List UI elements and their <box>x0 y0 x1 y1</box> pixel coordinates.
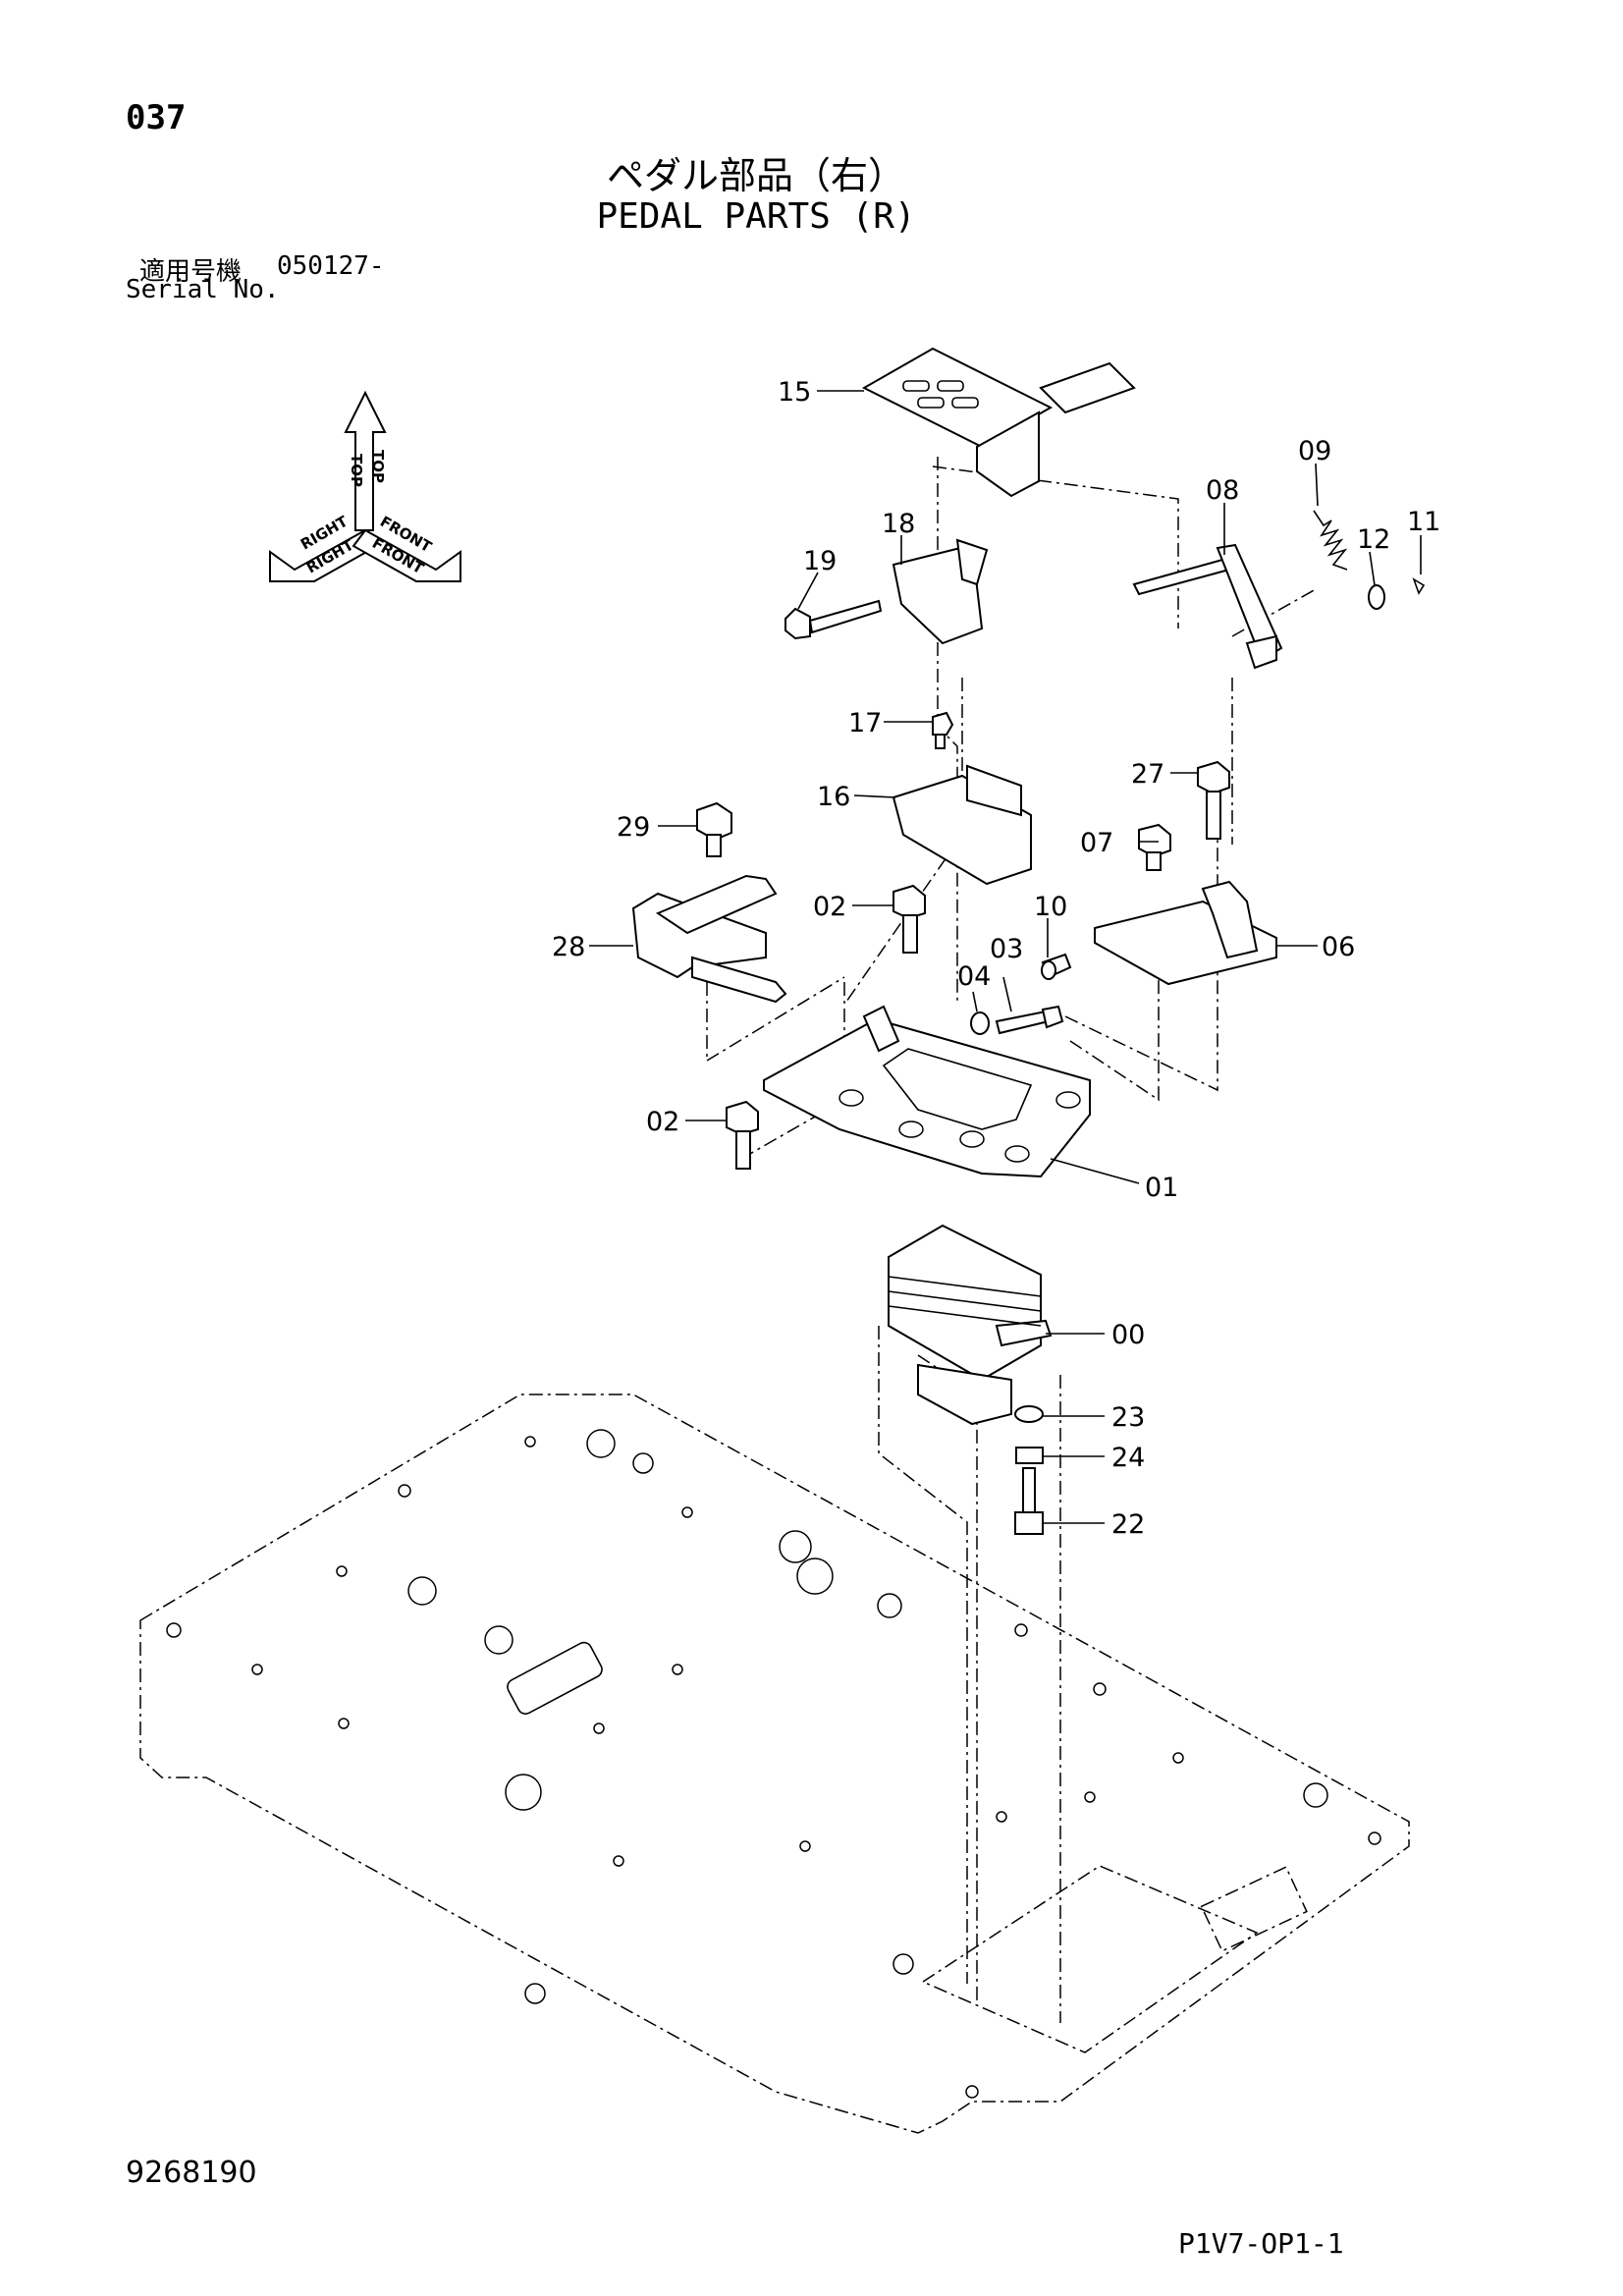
floor-plate <box>139 1394 1410 2134</box>
callout-08: 08 <box>1206 475 1239 506</box>
callout-03: 03 <box>990 934 1023 964</box>
callout-15: 15 <box>778 377 811 408</box>
leader-lines <box>589 390 1422 1524</box>
orientation-top-2: TOP <box>348 454 365 487</box>
part-06-bracket <box>1094 880 1277 986</box>
callout-09: 09 <box>1298 436 1331 466</box>
serial-label-english: Serial No. <box>126 275 280 304</box>
sheet-code: P1V7-OP1-1 <box>1178 2227 1344 2260</box>
orientation-top: TOP <box>369 450 387 483</box>
part-01-base-plate <box>763 1005 1091 1178</box>
callout-29: 29 <box>617 812 650 843</box>
part-29-bolt <box>696 801 732 857</box>
title-english: PEDAL PARTS (R) <box>596 196 916 237</box>
part-22-bolt <box>1014 1467 1044 1535</box>
callout-07: 07 <box>1080 828 1113 858</box>
orientation-indicator: TOP TOP RIGHT RIGHT FRONT FRONT <box>269 390 461 582</box>
callout-27: 27 <box>1131 759 1164 790</box>
callout-11: 11 <box>1407 507 1440 537</box>
callout-28: 28 <box>552 932 585 962</box>
part-15-pedal <box>861 347 1136 498</box>
callout-02-upper: 02 <box>813 892 846 922</box>
callout-23: 23 <box>1111 1402 1145 1433</box>
callout-18: 18 <box>882 509 915 539</box>
part-17-bolt <box>932 711 954 749</box>
part-23-washer <box>1014 1405 1044 1423</box>
assembly-guides <box>706 457 1317 2023</box>
part-00-pedal-valve <box>888 1224 1053 1426</box>
page-number: 037 <box>126 98 187 137</box>
part-18-bracket <box>892 538 989 645</box>
callout-22: 22 <box>1111 1509 1145 1540</box>
part-16-bracket <box>892 764 1032 886</box>
callout-12: 12 <box>1357 524 1390 555</box>
serial-label-japanese: 適用号機 <box>139 257 243 287</box>
part-02-bolt-lower <box>726 1100 759 1170</box>
callout-00: 00 <box>1111 1320 1145 1350</box>
title-japanese: ペダル部品（右） <box>606 154 905 197</box>
part-08-lever <box>1132 543 1283 670</box>
callout-04: 04 <box>957 961 991 992</box>
part-11-pin <box>1412 577 1426 595</box>
callout-10: 10 <box>1034 892 1067 922</box>
part-03-bolt <box>995 1005 1064 1035</box>
callout-01: 01 <box>1145 1173 1178 1203</box>
part-07-bolt <box>1138 823 1171 871</box>
part-02-bolt-upper <box>893 884 926 954</box>
part-27-bolt <box>1197 760 1230 840</box>
serial-value: 050127- <box>277 251 385 281</box>
callout-17: 17 <box>848 708 882 738</box>
part-28-lever <box>631 874 787 1004</box>
part-24-nut <box>1015 1447 1044 1464</box>
callout-labels: 15 09 08 18 19 12 11 17 16 27 29 07 02 1… <box>552 377 1440 1540</box>
callout-16: 16 <box>817 782 850 812</box>
part-09-spring <box>1313 510 1348 571</box>
callout-19: 19 <box>803 546 837 576</box>
drawing-number: 9268190 <box>126 2156 257 2190</box>
callout-06: 06 <box>1322 932 1355 962</box>
callout-02-lower: 02 <box>646 1107 679 1137</box>
part-10-pin <box>1041 953 1072 980</box>
part-12-washer <box>1368 584 1385 610</box>
part-19-bolt <box>784 599 883 640</box>
part-04-washer <box>970 1011 990 1035</box>
callout-24: 24 <box>1111 1443 1145 1473</box>
